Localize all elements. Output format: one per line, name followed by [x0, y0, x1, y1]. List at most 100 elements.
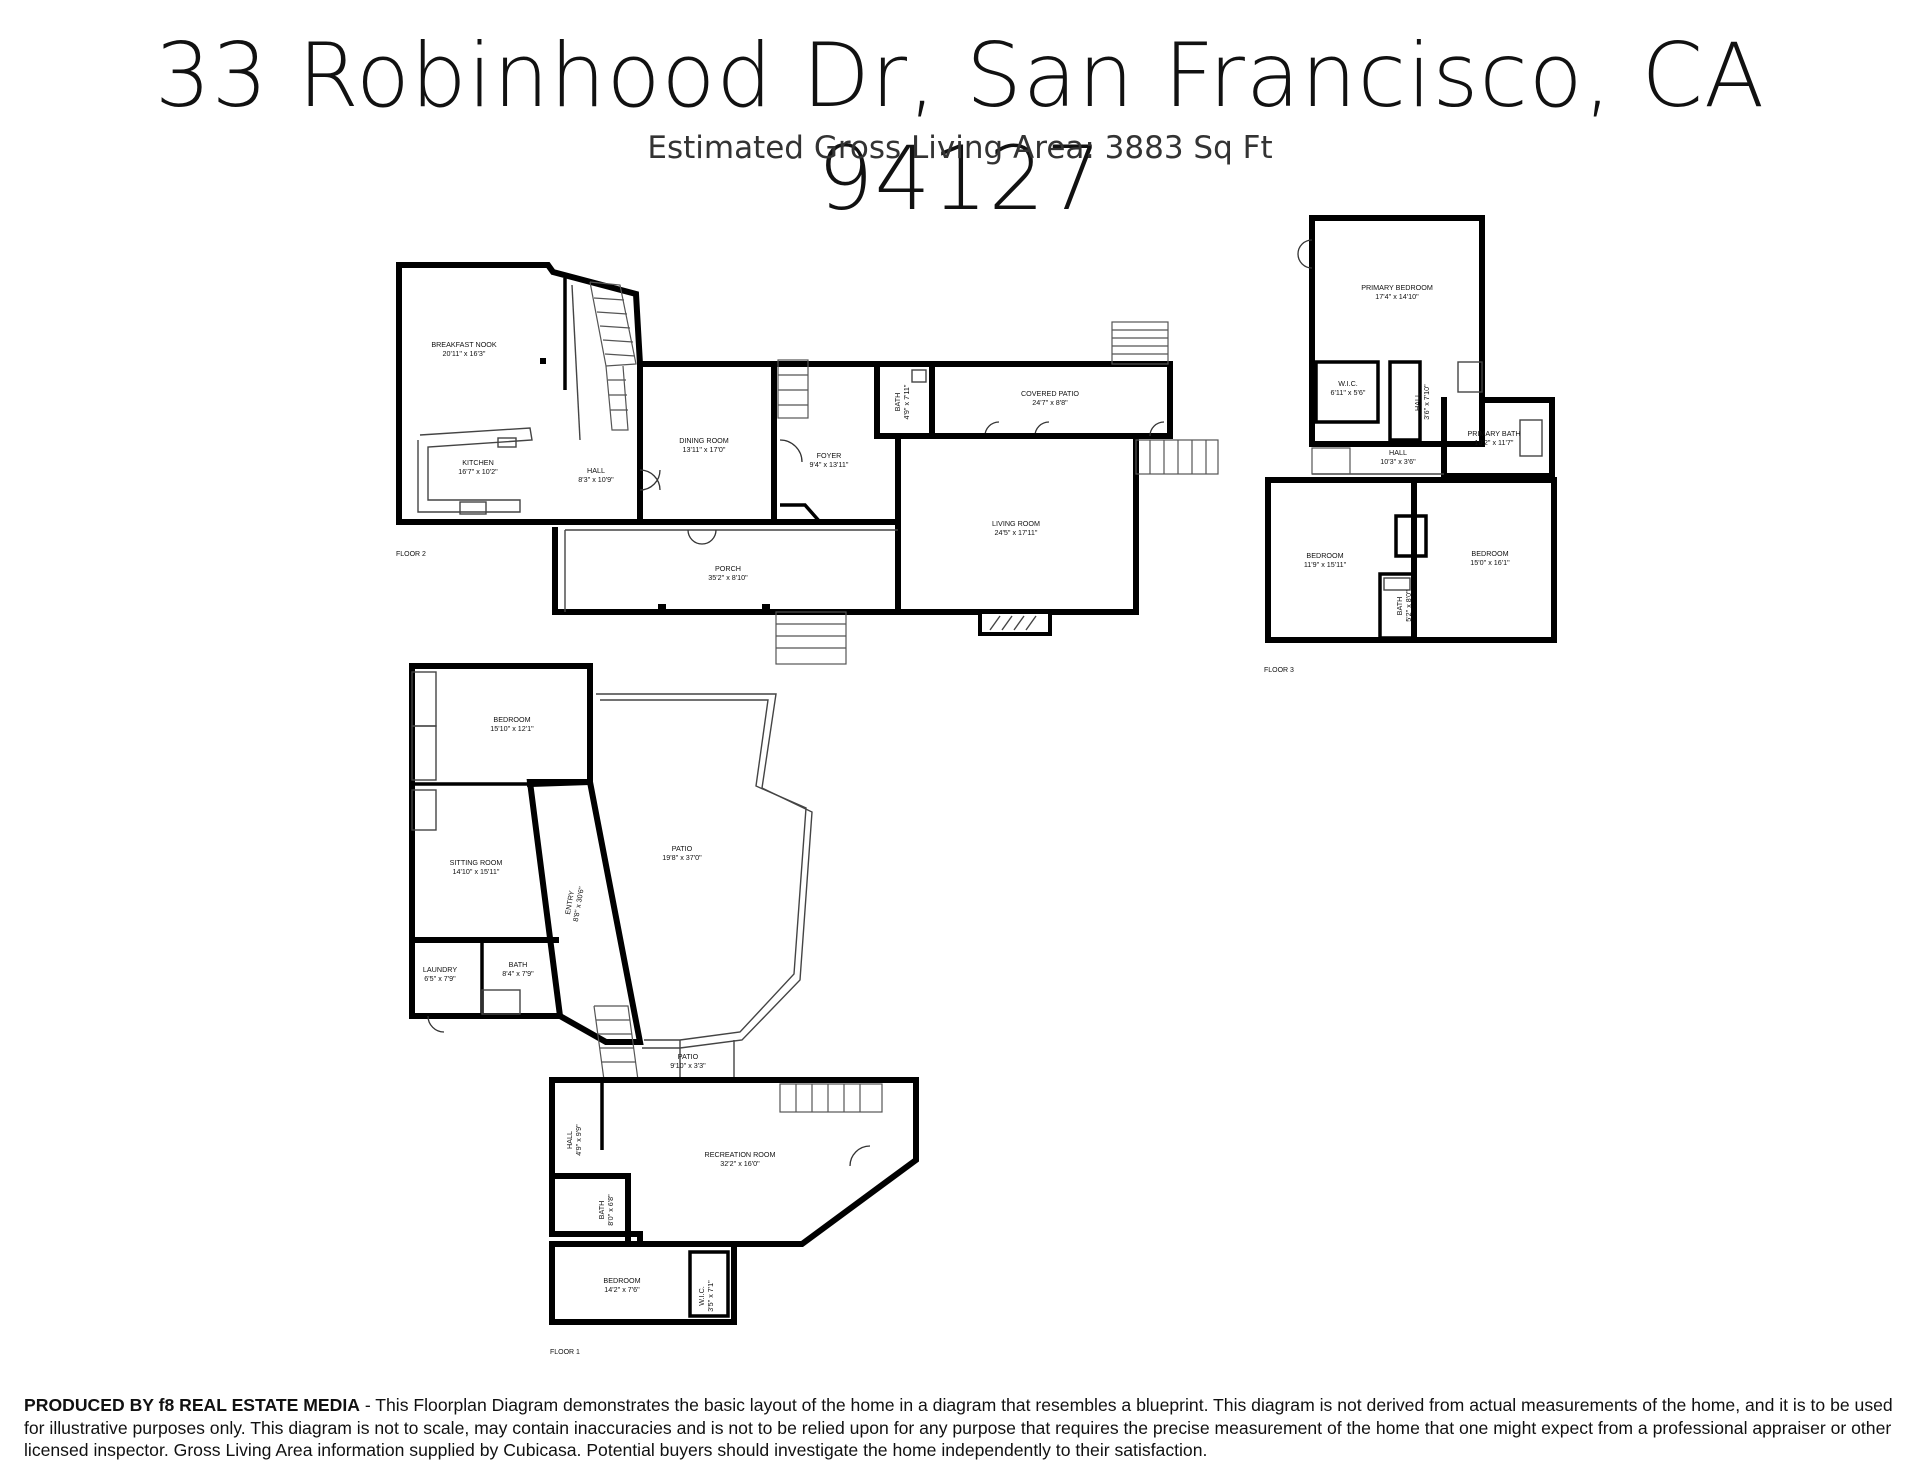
primary-bath-dims: 10'2" x 11'7" — [1475, 438, 1514, 447]
bedroom-right-name: BEDROOM — [1471, 549, 1508, 558]
floor1-hall-name: HALL — [565, 1131, 574, 1149]
dining-room-name: DINING ROOM — [679, 436, 729, 445]
dining-room-dims: 13'11" x 17'0" — [683, 445, 726, 454]
primary-bedroom-dims: 17'4" x 14'10" — [1375, 292, 1419, 301]
covered-patio-name: COVERED PATIO — [1021, 389, 1079, 398]
floor3-bath-walls — [1378, 572, 1416, 640]
floor1-wic-dims: 3'5" x 7'1" — [706, 1280, 715, 1312]
living-room-walls — [895, 433, 1139, 615]
bedroom-left-dims: 11'9" x 15'11" — [1304, 560, 1347, 569]
entry-corridor-walls — [526, 778, 644, 1045]
floor2-bath-toilet — [911, 369, 927, 383]
producer-credit: PRODUCED BY f8 REAL ESTATE MEDIA — [24, 1395, 360, 1415]
floor3-bath-name: BATH — [1395, 597, 1404, 616]
patio-rail — [600, 699, 807, 1041]
floor1-wic-name: W.I.C. — [697, 1286, 706, 1306]
floor3-wic-dims: 6'11" x 5'6" — [1331, 388, 1366, 397]
bedroom-wic-walls — [688, 1250, 730, 1318]
floor3-bath-dims: 5'2" x 8'0" — [1404, 590, 1413, 622]
primary-bath-tub — [1519, 419, 1543, 457]
laundry-name: LAUNDRY — [423, 965, 457, 974]
foyer-name: FOYER — [817, 451, 842, 460]
living-room-side-stairs — [1135, 439, 1219, 475]
floor3-hall-dims: 10'3" x 3'6" — [1380, 457, 1416, 466]
floor1-bedroom-top-name: BEDROOM — [493, 715, 530, 724]
floor1-bedroom-bottom-name: BEDROOM — [603, 1276, 640, 1285]
patio-door-c — [1149, 421, 1165, 437]
floor2-hall-dims: 8'3" x 10'9" — [578, 475, 614, 484]
floor3-wic-name: W.I.C. — [1338, 379, 1358, 388]
floor3-stairs — [1311, 447, 1351, 475]
floor1-bath-upper-name: BATH — [509, 960, 528, 969]
floor3-bath-tub — [1383, 577, 1411, 591]
laundry-dims: 6'5" x 7'9" — [424, 974, 456, 983]
floor2-hall-rail — [571, 284, 581, 441]
fireplace-hatch — [989, 615, 1037, 631]
kitchen-range — [459, 501, 487, 515]
foyer-closet — [780, 503, 822, 524]
rec-room-stairs — [779, 1083, 883, 1113]
patio-large-name: PATIO — [672, 844, 693, 853]
page-title: 33 Robinhood Dr, San Francisco, CA 94127 — [154, 24, 1766, 230]
recreation-room-name: RECREATION ROOM — [705, 1150, 776, 1159]
floor2-hall-name: HALL — [587, 466, 605, 475]
floor-1-plan: BEDROOM 15'10" x 12'1" SITTING ROOM 14'1… — [409, 663, 919, 1356]
floor-1-label: FLOOR 1 — [550, 1349, 580, 1356]
bedroom-closet-1 — [411, 671, 437, 727]
bedroom-right-dims: 15'0" x 16'1" — [1470, 558, 1510, 567]
floor3-hall-name: HALL — [1389, 448, 1407, 457]
primary-bath-name: PRIMARY BATH — [1467, 429, 1520, 438]
kitchen-column — [540, 358, 546, 364]
footer-disclaimer: PRODUCED BY f8 REAL ESTATE MEDIA - This … — [24, 1394, 1894, 1462]
patio-small-name: PATIO — [678, 1052, 699, 1061]
patio-boundary — [596, 693, 813, 1049]
foyer-dims: 9'4" x 13'11" — [810, 460, 849, 469]
living-room-name: LIVING ROOM — [992, 519, 1040, 528]
floor1-bath-lower-dims: 8'0" x 6'8" — [606, 1194, 615, 1226]
fireplace — [978, 610, 1052, 636]
floor-2-plan: BREAKFAST NOOK 20'11" x 16'3" KITCHEN 16… — [396, 262, 1219, 665]
floor-3-plan: PRIMARY BEDROOM 17'4" x 14'10" W.I.C. 6'… — [1264, 215, 1557, 674]
floor1-bath-lower-name: BATH — [597, 1201, 606, 1220]
disclaimer-text: - This Floorplan Diagram demonstrates th… — [24, 1395, 1893, 1461]
bedroom-bottom-walls — [549, 1241, 737, 1325]
kitchen-dims: 16'7" x 10'2" — [458, 467, 498, 476]
bedroom-left-name: BEDROOM — [1306, 551, 1343, 560]
floor1-bedroom-top-dims: 15'10" x 12'1" — [490, 724, 534, 733]
bedroom-right-walls — [1411, 477, 1557, 643]
primary-bath-walls — [1441, 397, 1555, 479]
gross-living-area: Estimated Gross Living Area: 3883 Sq Ft — [647, 130, 1273, 166]
floor1-bath-upper-dims: 8'4" x 7'9" — [502, 969, 534, 978]
patio-large-dims: 19'8" x 37'0" — [662, 853, 702, 862]
porch-post-2 — [762, 604, 770, 614]
kitchen-sink — [497, 437, 517, 448]
breakfast-nook-name: BREAKFAST NOOK — [431, 340, 497, 349]
floor3-small-hall-dims: 3'6" x 7'10" — [1422, 384, 1431, 420]
sitting-room-dims: 14'10" x 15'11" — [453, 867, 500, 876]
laundry-exterior-door — [427, 1015, 445, 1033]
primary-bedroom-walls — [1309, 215, 1485, 447]
floor1-shower — [481, 989, 521, 1015]
floor1-bedroom-bottom-dims: 14'2" x 7'6" — [604, 1285, 640, 1294]
foyer-door — [779, 439, 803, 463]
rec-room-door — [849, 1145, 871, 1167]
covered-patio-dims: 24'7" x 8'8" — [1032, 398, 1068, 407]
floor3-small-hall-name: HALL — [1413, 393, 1422, 411]
sitting-closet — [411, 789, 437, 831]
floor1-west-wing-walls — [409, 663, 593, 1019]
floor2-stairs-up — [589, 281, 637, 431]
floor1-bath-walls — [549, 1173, 631, 1247]
primary-bath-shower — [1457, 361, 1483, 393]
living-room-dims: 24'5" x 17'11" — [995, 528, 1038, 537]
kitchen-counter — [417, 427, 533, 513]
porch-dims: 35'2" x 8'10" — [708, 573, 748, 582]
porch-door — [687, 529, 717, 545]
foyer-stairs — [777, 359, 809, 419]
sitting-room-name: SITTING ROOM — [450, 858, 503, 867]
patio-small-dims: 9'10" x 3'3" — [670, 1061, 706, 1070]
kitchen-name: KITCHEN — [462, 458, 494, 467]
floor2-bath-name: BATH — [893, 393, 902, 412]
entry-name: ENTRY — [563, 890, 576, 916]
floor3-small-hall-walls — [1388, 360, 1422, 442]
